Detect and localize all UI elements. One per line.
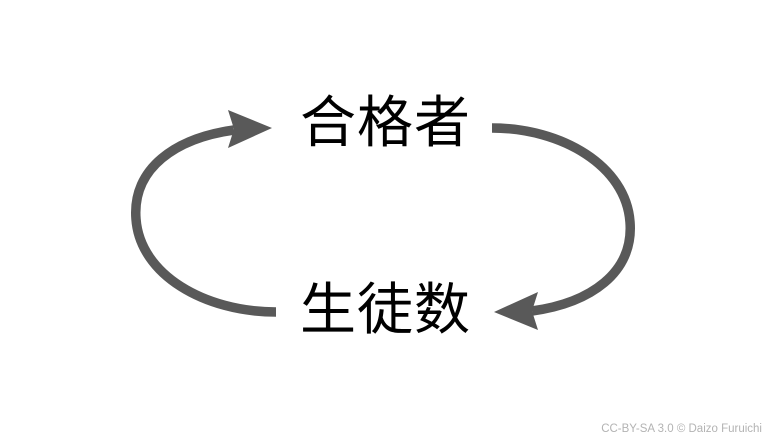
node-label-bottom: 生徒数 — [300, 278, 471, 343]
arrow-bottom-to-top — [131, 110, 277, 317]
node-label-top: 合格者 — [300, 91, 471, 156]
arrow-top-to-bottom-arc — [491, 123, 635, 316]
arrow-top-to-bottom — [491, 123, 635, 330]
arrow-bottom-to-top-arc — [131, 125, 277, 317]
arrow-top-to-bottom-head — [494, 292, 538, 330]
arrow-bottom-to-top-head — [228, 110, 272, 148]
attribution-text: CC-BY-SA 3.0 © Daizo Furuichi — [601, 423, 762, 435]
